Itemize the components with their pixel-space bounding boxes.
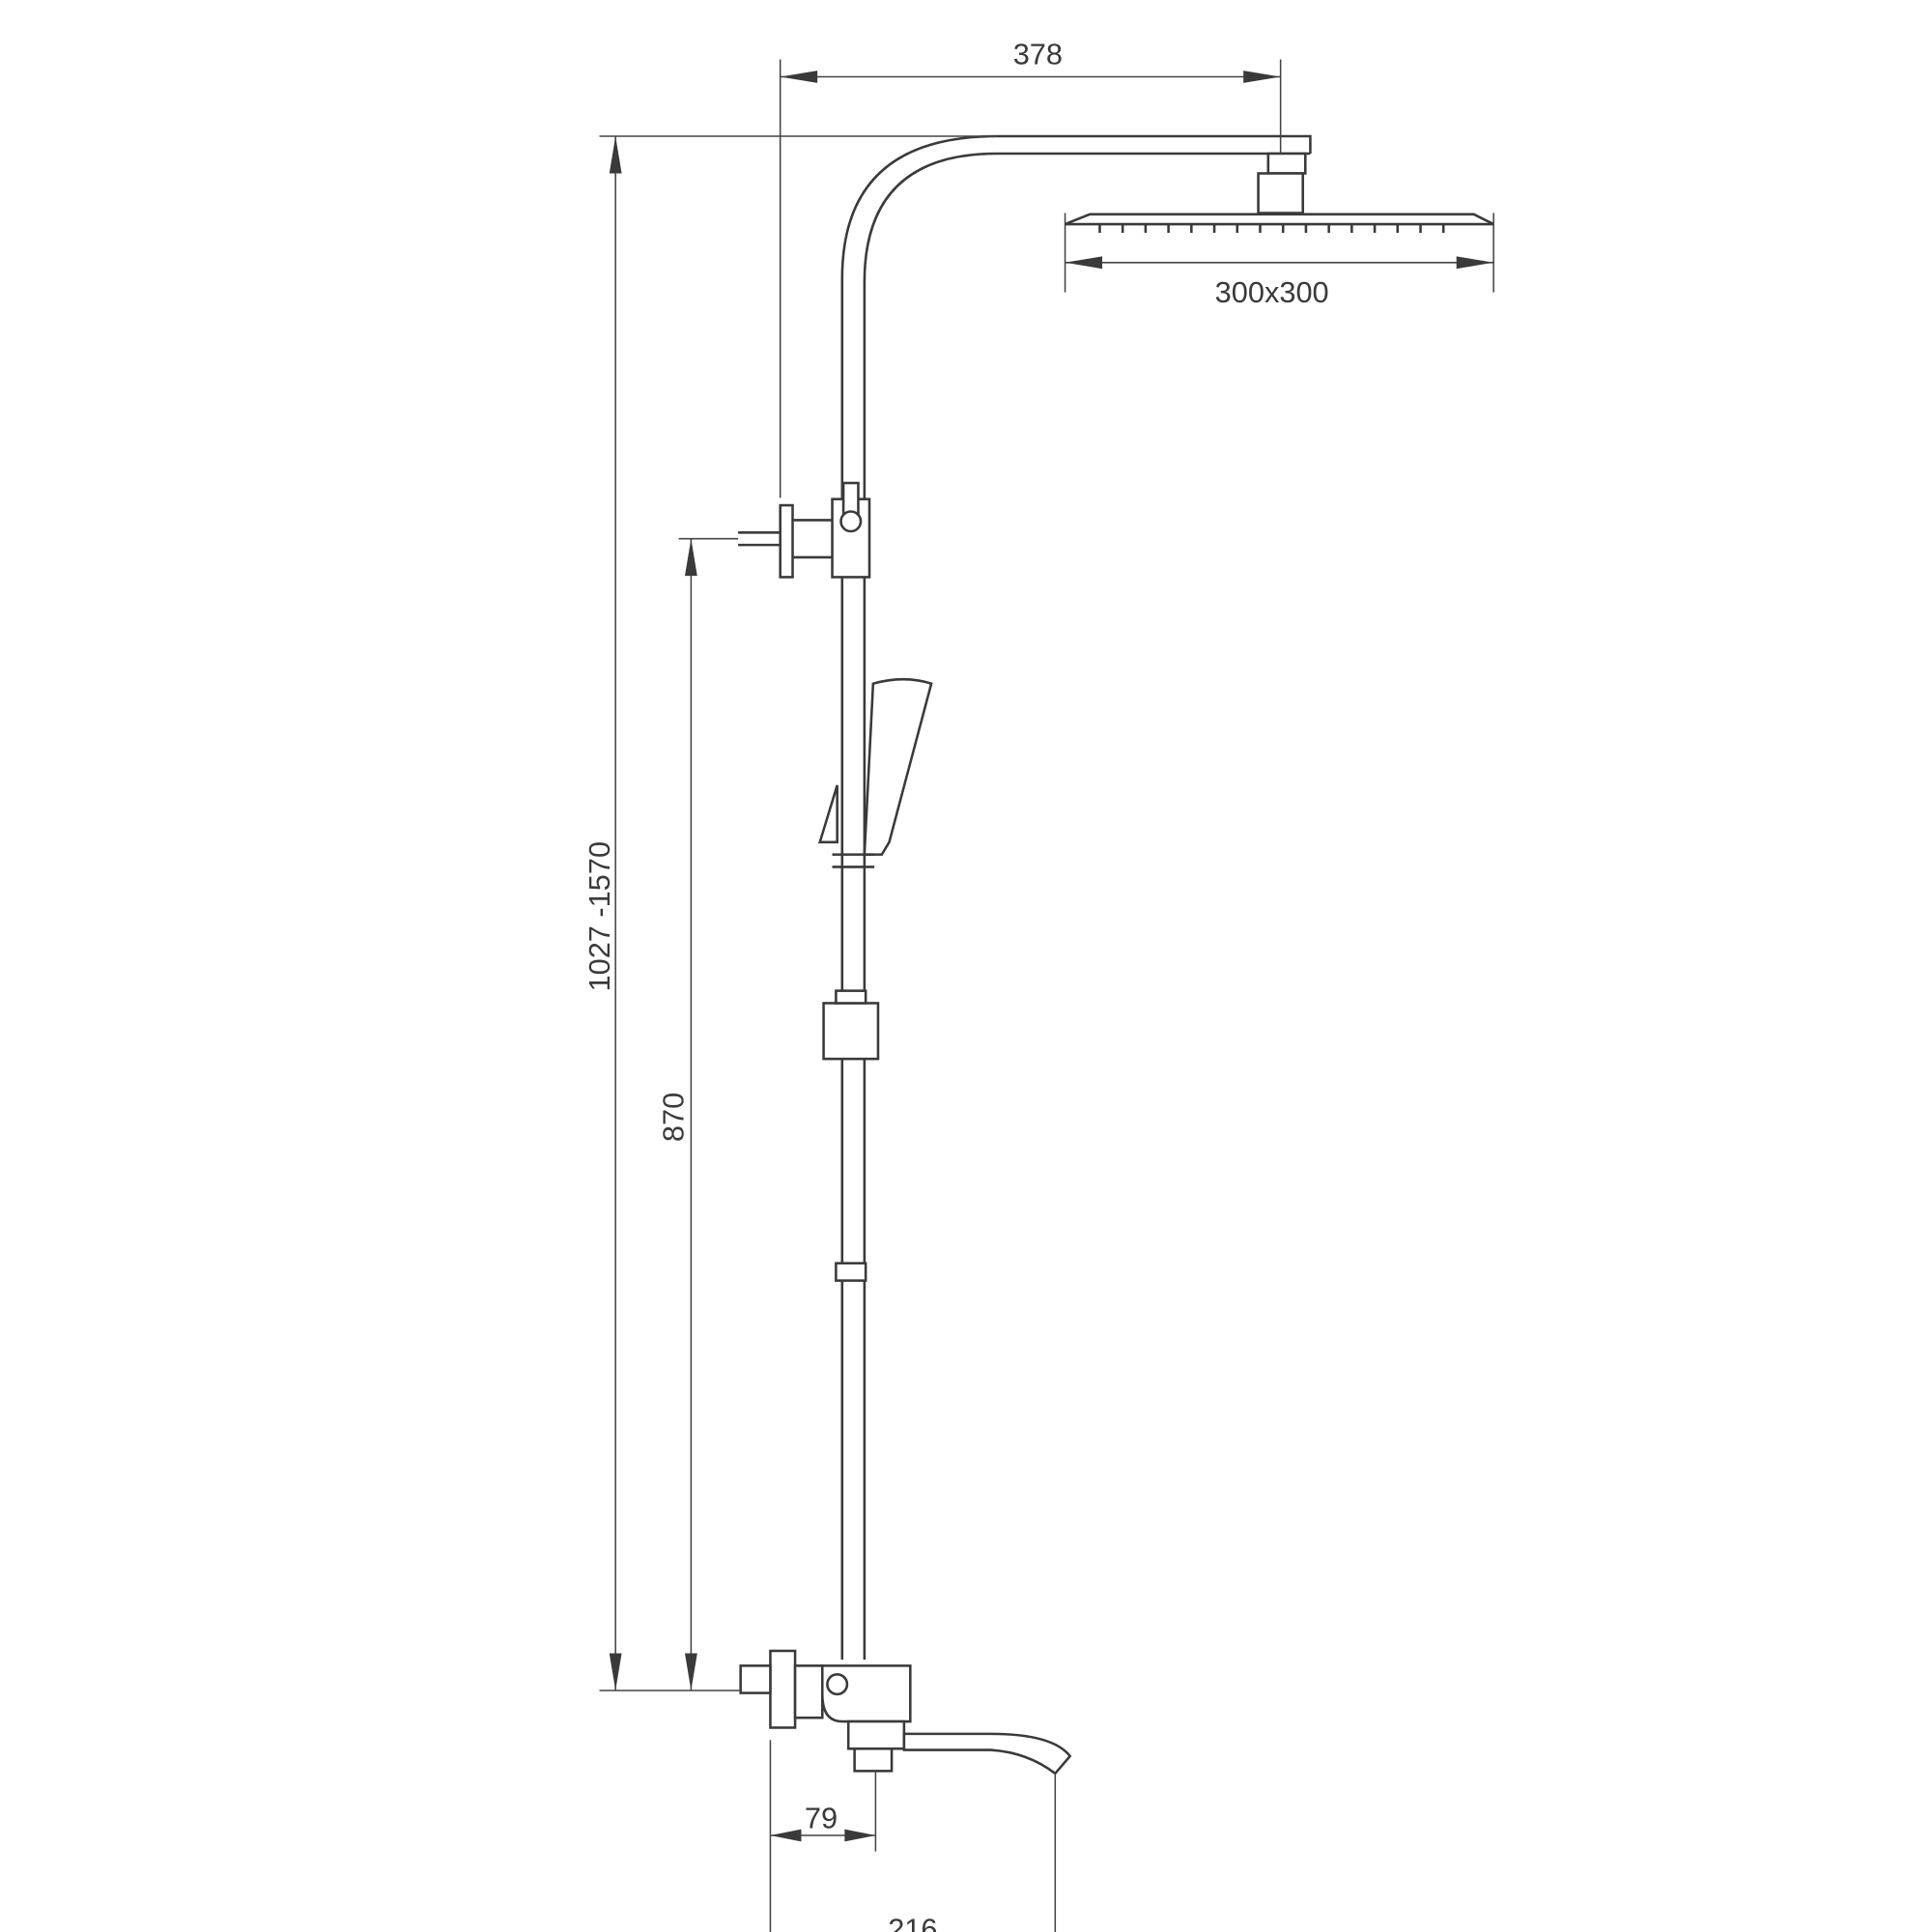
dim-head-label: 300x300 xyxy=(1215,275,1329,309)
slider-top xyxy=(835,989,867,1005)
rain-shower-head xyxy=(1065,213,1494,226)
bath-spout xyxy=(902,1732,1072,1776)
dim-mixer-depth-label: 79 xyxy=(805,1801,838,1834)
wall-plate xyxy=(779,503,794,579)
dim-arm-reach xyxy=(779,59,1282,498)
dim-total-height xyxy=(599,135,998,1691)
mixer-inlet xyxy=(739,1664,772,1694)
head-swivel xyxy=(1257,172,1305,214)
nozzles xyxy=(1098,224,1445,234)
slider-bracket xyxy=(822,1002,880,1061)
riser-pipe-inner xyxy=(863,152,1311,1660)
wall-anchor xyxy=(738,531,781,547)
pipe-joint xyxy=(835,1262,867,1282)
dimension-lines: 378 300x300 1027 -1570 870 79 216 xyxy=(582,38,1494,1932)
spout-outlet xyxy=(853,1747,894,1773)
dim-total-height-label: 1027 -1570 xyxy=(582,841,616,992)
arm-connector xyxy=(1266,152,1307,175)
bracket-lock xyxy=(841,481,860,516)
dim-outlet-height xyxy=(678,537,739,1691)
diverter-knob xyxy=(826,1673,849,1696)
top-bracket xyxy=(831,497,871,579)
riser-pipe-outer xyxy=(840,134,1312,1660)
dim-spout-reach-label: 216 xyxy=(888,1913,937,1932)
lock-knob xyxy=(839,510,863,533)
dim-head xyxy=(1064,213,1494,293)
hose-connector xyxy=(832,853,875,868)
dim-arm-reach-label: 378 xyxy=(1013,38,1063,71)
shower-column xyxy=(738,134,1494,1776)
mixer-nut xyxy=(793,1664,824,1719)
dim-bottom xyxy=(769,1740,1057,1932)
mixer-wall-flange xyxy=(769,1649,797,1729)
dim-arrows-bottom xyxy=(770,1829,876,1842)
hand-shower-holder xyxy=(817,784,838,844)
wall-arm xyxy=(792,519,833,559)
dim-outlet-height-label: 870 xyxy=(657,1093,691,1142)
spout-base xyxy=(846,1719,906,1750)
hand-shower xyxy=(863,677,933,856)
